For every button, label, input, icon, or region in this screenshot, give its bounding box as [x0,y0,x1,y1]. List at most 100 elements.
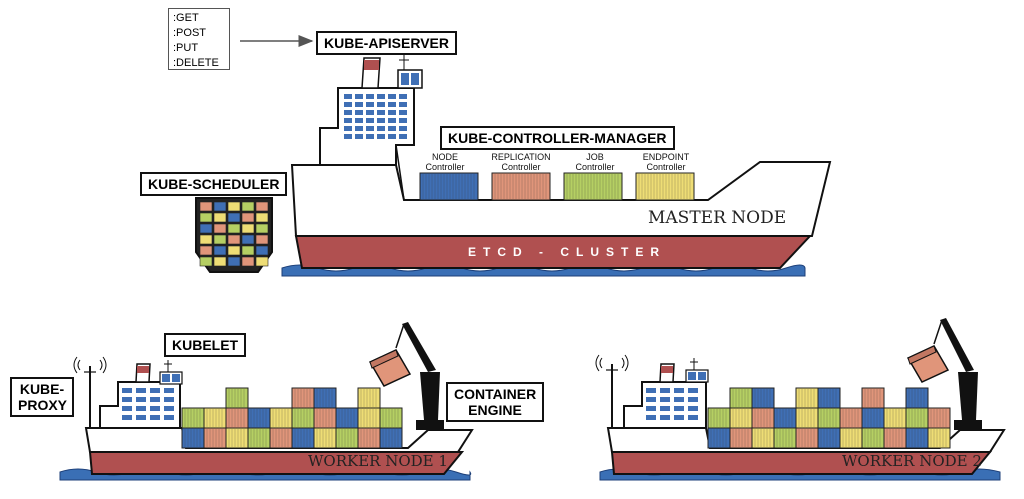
window [344,118,352,123]
window [660,388,670,393]
controller-manager-label: KUBE-CONTROLLER-MANAGER [440,126,675,150]
cargo-container [379,407,403,429]
cargo-container [905,407,929,429]
cargo-container [291,407,315,429]
window [388,94,396,99]
cargo-container [313,387,337,409]
cargo-container [817,387,841,409]
cargo-container [357,427,381,449]
cargo-container [269,407,293,429]
cargo-container [313,407,337,429]
http-method: :PUT [173,42,199,54]
cargo-container [247,407,271,429]
scheduler-cell [213,201,227,212]
window [674,415,684,420]
scheduler-cell [199,256,213,267]
window [688,406,698,411]
scheduler-container [195,197,273,273]
window [344,102,352,107]
window [388,118,396,123]
window [646,415,656,420]
controller-name: ENDPOINT [642,152,690,162]
cargo-container [795,407,819,429]
cargo-container [839,407,863,429]
window [399,126,407,131]
window [355,110,363,115]
apiserver-label: KUBE-APISERVER [316,31,457,55]
window [377,110,385,115]
window [366,94,374,99]
window [344,134,352,139]
controller-container [419,172,479,201]
controller-caption-job: JOB Controller [550,152,640,172]
http-method: :POST [173,27,207,39]
window [355,134,363,139]
controller-sub: Controller [575,162,615,172]
http-methods-box: :GET :POST :PUT :DELETE [168,8,230,70]
cargo-container [707,427,731,449]
worker1-ship [59,322,474,481]
controller-caption-replication: REPLICATION Controller [476,152,566,172]
cargo-container [927,407,951,429]
cargo-container [357,407,381,429]
master-node-name: MASTER NODE [648,208,787,228]
scheduler-cell [255,245,269,256]
window [660,415,670,420]
window [136,406,146,411]
cargo-container [203,427,227,449]
cargo-container [729,387,753,409]
scheduler-cell [255,256,269,267]
scheduler-cell [227,234,241,245]
window [164,415,174,420]
window [377,118,385,123]
cargo-container [861,407,885,429]
cargo-container [751,427,775,449]
cargo-container [905,427,929,449]
scheduler-cell [227,201,241,212]
cargo-container [729,427,753,449]
scheduler-cell [213,234,227,245]
controller-sub: Controller [646,162,686,172]
window [377,102,385,107]
scheduler-cell [227,256,241,267]
cargo-container [291,387,315,409]
scheduler-cell [199,245,213,256]
cargo-container [905,387,929,409]
controller-sub: Controller [501,162,541,172]
cargo-container [247,427,271,449]
scheduler-cell [199,234,213,245]
window [355,126,363,131]
cargo-container [795,387,819,409]
scheduler-label: KUBE-SCHEDULER [140,172,288,196]
window [377,134,385,139]
window [164,406,174,411]
scheduler-cell [241,234,255,245]
controller-container [635,172,695,201]
scheduler-cell [241,201,255,212]
master-hull-upper [290,161,832,237]
window [122,388,132,393]
scheduler-cell [213,256,227,267]
window [150,415,160,420]
window [122,415,132,420]
window [344,126,352,131]
window [150,388,160,393]
window [150,406,160,411]
master-ship [281,55,832,277]
scheduler-cell [241,245,255,256]
window [688,415,698,420]
cargo-container [927,427,951,449]
cargo-container [225,427,249,449]
cargo-container [269,427,293,449]
window [674,397,684,402]
cargo-container [203,407,227,429]
scheduler-cell [227,212,241,223]
window [674,388,684,393]
scheduler-cell [255,212,269,223]
controller-name: NODE [431,152,458,162]
cargo-container [861,427,885,449]
scheduler-cell [213,212,227,223]
window [660,397,670,402]
cargo-container [883,427,907,449]
